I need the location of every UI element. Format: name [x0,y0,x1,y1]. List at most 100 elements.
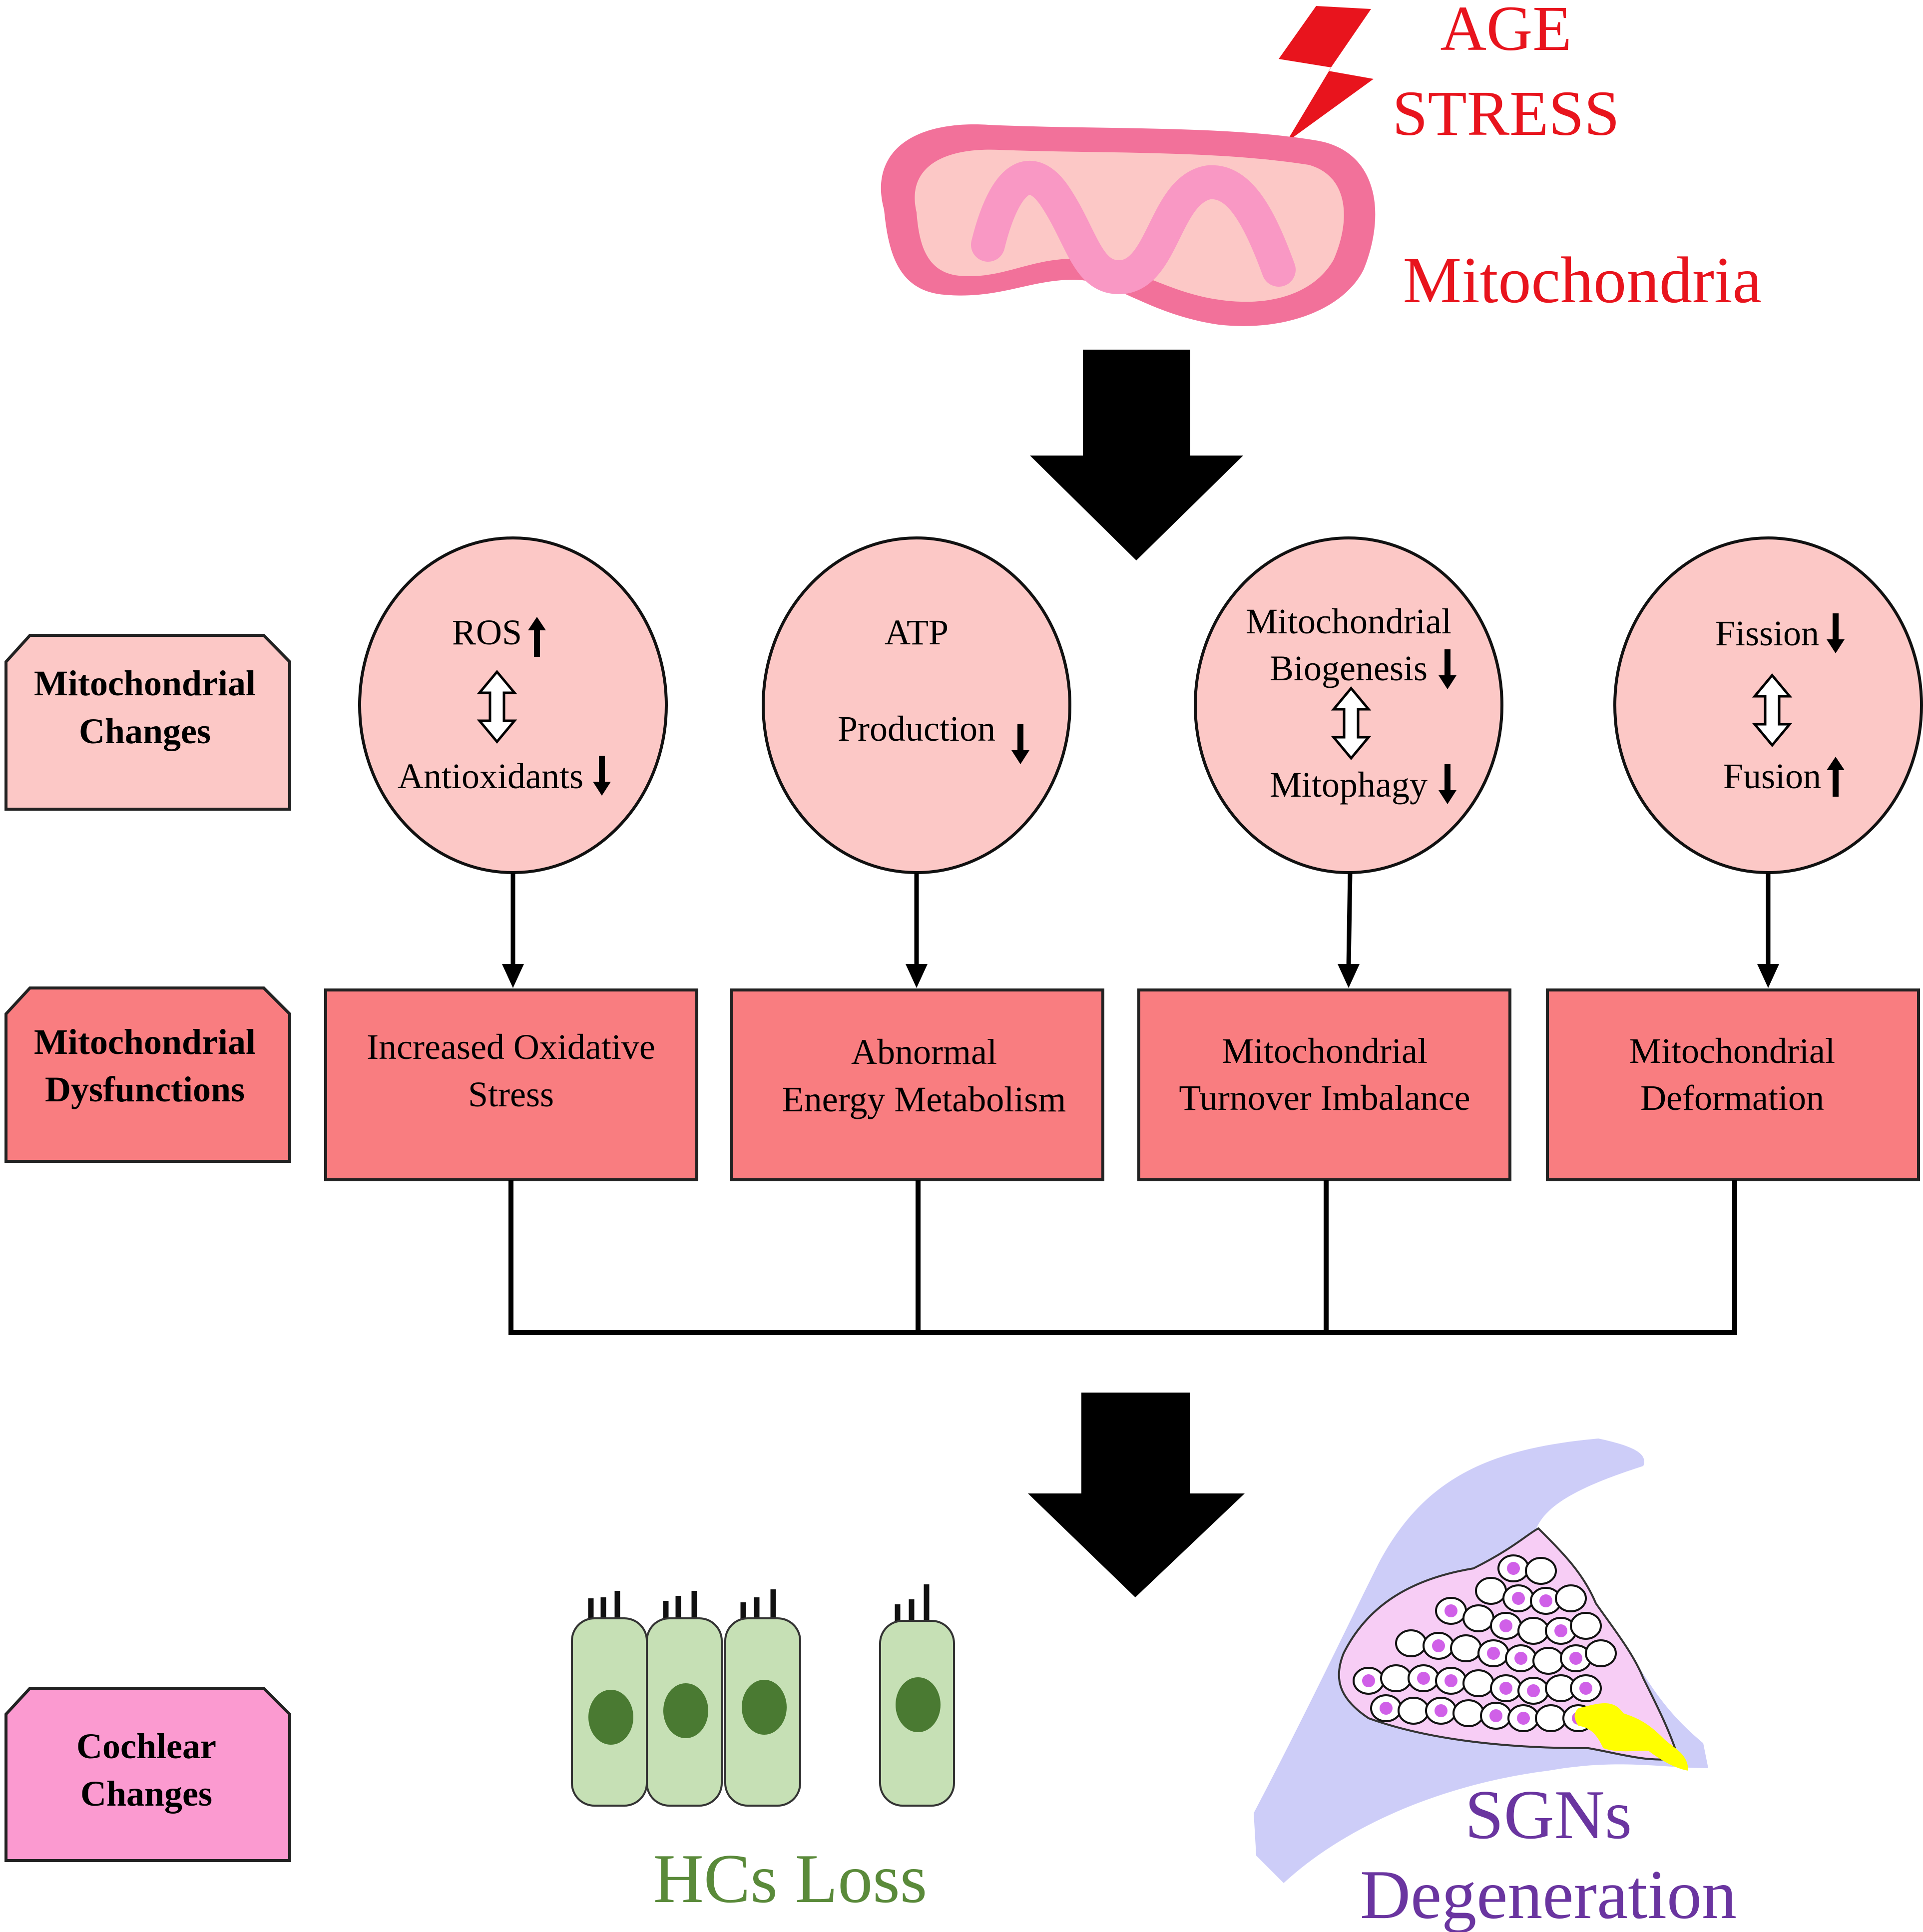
label-mitochondrial-changes: Mitochondrial Changes [4,634,291,811]
sgn-nucleus [1499,1619,1512,1632]
box-deformation: Mitochondrial Deformation [1546,988,1920,1181]
box4-line1: Mitochondrial [1629,1031,1835,1071]
sgn-cell [1525,1557,1557,1585]
sgn-cell-cluster [1353,1554,1617,1732]
mitochondria-label: Mitochondria [1403,243,1762,317]
circle-ros-antioxidants: ROS Antioxidants [358,536,668,874]
hcs-loss-label: HCs Loss [653,1840,927,1918]
sgn-cell [1380,1664,1412,1692]
label-dysfunctions-line1: Mitochondrial [34,1022,256,1062]
stereocilia [588,1584,930,1622]
sgn-nucleus [1512,1592,1525,1605]
sgn-nucleus [1569,1652,1582,1665]
label-cochlear-line1: Cochlear [76,1726,216,1766]
sgn-nucleus [1499,1682,1512,1695]
circle-biogenesis-mitophagy: Mitochondrial Biogenesis Mitophagy [1194,536,1503,874]
big-down-arrow-2 [1028,1393,1245,1597]
sgn-nucleus [1444,1604,1457,1617]
sgn-cell [1532,1647,1564,1675]
fusion-text: Fusion [1723,756,1821,796]
label-cochlear-changes: Cochlear Changes [4,1687,291,1862]
sgn-nucleus [1539,1594,1552,1607]
atp-text: ATP [885,612,949,652]
sgn-cell [1535,1704,1567,1732]
box3-line2: Turnover Imbalance [1179,1078,1470,1118]
sgn-cell [1585,1639,1617,1667]
sgns-label: SGNs [1465,1776,1632,1854]
label-dysfunctions-line2: Dysfunctions [45,1069,245,1109]
auditory-nerve-fiber [1574,1703,1688,1771]
label-changes-line1: Mitochondrial [34,663,256,703]
spiral-ganglion-illustration [1254,1439,1708,1883]
sgn-cell [1570,1612,1602,1640]
lightning-bolt-icon [1279,6,1374,142]
circle-fission-fusion: Fission Fusion [1613,536,1923,874]
hair-cell-nucleus [588,1690,633,1745]
big-down-arrow-1 [1030,350,1243,560]
sgn-nucleus [1579,1682,1592,1695]
box3-line1: Mitochondrial [1222,1031,1428,1071]
circle-atp-production: ATP Production [762,536,1071,874]
sgn-cell [1462,1604,1494,1632]
stress-label: STRESS [1392,78,1619,149]
production-text: Production [838,709,995,749]
sgn-cell [1517,1617,1549,1645]
hair-cell-nucleus [663,1683,708,1738]
mitochondrion-illustration [881,124,1376,326]
box-energy-metabolism: Abnormal Energy Metabolism [730,988,1104,1181]
sgn-nucleus [1517,1712,1530,1725]
ros-text: ROS [452,612,522,652]
box4-line2: Deformation [1640,1078,1824,1118]
sgn-nucleus [1362,1674,1375,1687]
sgn-nucleus [1435,1704,1447,1717]
sgn-nucleus [1417,1672,1430,1685]
arrow-down-icon [1439,764,1456,804]
connector-arrows [502,872,1779,988]
sgn-nucleus [1514,1652,1527,1665]
label-cochlear-line2: Changes [80,1774,212,1814]
sgn-nucleus [1527,1684,1540,1697]
box-turnover-imbalance: Mitochondrial Turnover Imbalance [1137,988,1511,1181]
box1-line1: Increased Oxidative [367,1027,655,1067]
hair-cell-nucleus [742,1680,787,1735]
arrow-up-icon [528,617,546,657]
sgn-cell [1450,1634,1482,1662]
label-changes-line2: Changes [79,711,211,751]
antioxidants-text: Antioxidants [398,756,583,796]
box1-line2: Stress [468,1074,554,1114]
arrow-down-icon [1827,613,1845,653]
biogenesis-text: Biogenesis [1270,648,1428,688]
double-arrow-icon [477,670,517,744]
sgn-nucleus [1380,1702,1393,1715]
sgn-nucleus [1487,1647,1500,1660]
sgn-cell [1398,1697,1430,1725]
mitochondrion-cristae [971,161,1296,295]
box-oxidative-stress: Increased Oxidative Stress [324,988,698,1181]
box2-line1: Abnormal [851,1032,997,1072]
arrow-down-icon [593,756,611,796]
sgn-cell [1395,1629,1427,1657]
sgn-cell [1462,1669,1494,1697]
age-label: AGE [1440,0,1571,64]
fission-text: Fission [1715,613,1819,653]
sgn-nucleus [1489,1709,1502,1722]
mitophagy-text: Mitophagy [1270,765,1428,805]
box2-line2: Energy Metabolism [782,1079,1066,1119]
label-mitochondrial-dysfunctions: Mitochondrial Dysfunctions [4,986,291,1163]
sgn-nucleus [1554,1624,1567,1637]
double-arrow-icon [1752,673,1793,747]
convergence-bracket [508,1180,1737,1335]
mitochondrial-text: Mitochondrial [1246,601,1451,641]
sgn-nucleus [1444,1674,1457,1687]
hair-cell-nucleus [896,1677,941,1732]
sgn-nucleus [1432,1639,1445,1652]
hair-cells-illustration [571,1584,955,1807]
sgn-cell [1452,1699,1484,1727]
arrow-down-icon [1439,649,1456,689]
degeneration-label: Degeneration [1360,1856,1737,1932]
sgn-nucleus [1507,1562,1520,1575]
arrow-down-icon [1011,724,1029,764]
double-arrow-icon [1331,686,1372,760]
sgn-cell [1555,1584,1587,1612]
